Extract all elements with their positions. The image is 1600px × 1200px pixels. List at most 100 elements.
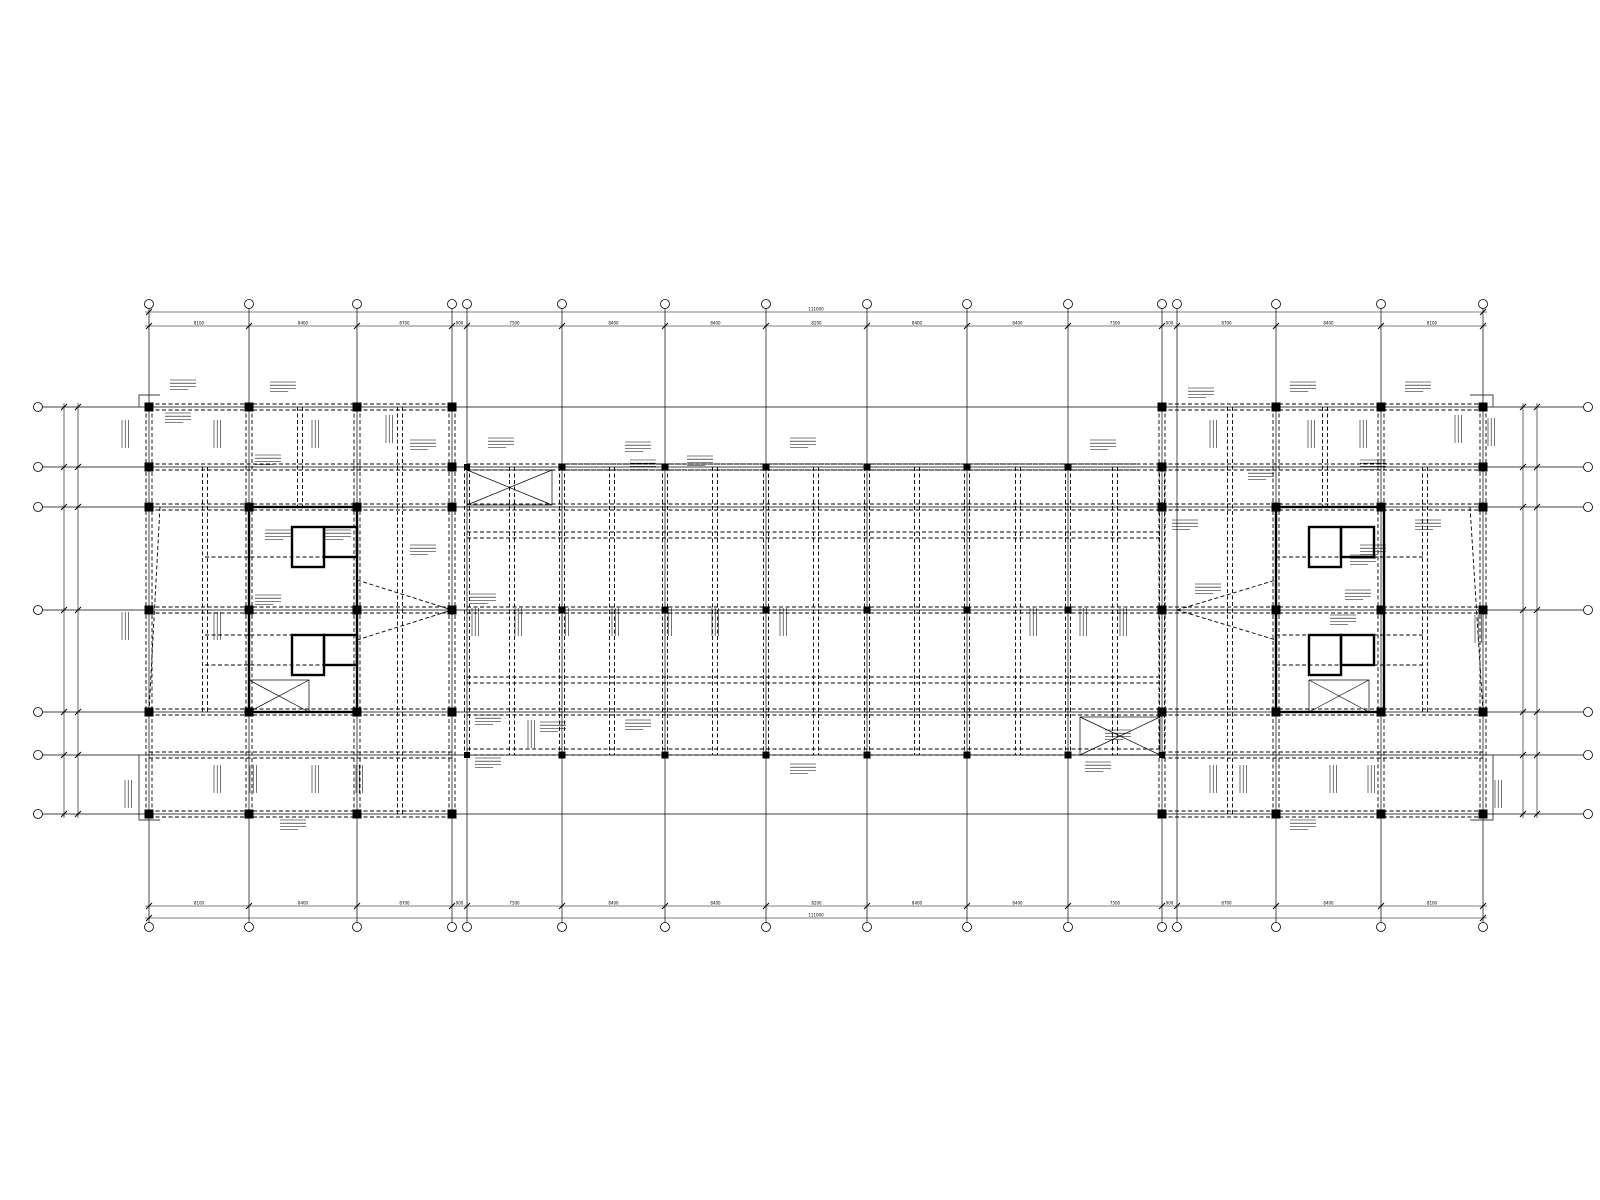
dimension-label: 8700 xyxy=(1221,321,1232,326)
dimension-tick xyxy=(558,322,566,330)
axis-bubble-bottom xyxy=(660,922,670,932)
dimension-tick xyxy=(661,902,669,910)
core-walls xyxy=(138,394,1494,821)
axis-bubble-top xyxy=(557,299,567,309)
dimension-tick xyxy=(74,810,82,818)
beam-annotations xyxy=(121,379,1502,830)
axis-grid xyxy=(42,304,1583,927)
axis-bubble-bottom xyxy=(447,922,457,932)
axis-bubble-top xyxy=(462,299,472,309)
dimension-tick xyxy=(1519,708,1527,716)
dimension-tick xyxy=(74,463,82,471)
axis-bubble-left xyxy=(33,402,43,412)
dimension-label: 8700 xyxy=(1221,901,1232,906)
axis-bubble-bottom xyxy=(352,922,362,932)
core-room xyxy=(1307,525,1343,569)
column xyxy=(1478,462,1488,472)
core-room xyxy=(1339,525,1376,559)
axis-bubble-top xyxy=(1172,299,1182,309)
dimension-label: 7500 xyxy=(1110,321,1121,326)
axis-bubble-bottom xyxy=(862,922,872,932)
axis-bubble-top xyxy=(1063,299,1073,309)
column xyxy=(863,751,871,759)
dimension-label: 7500 xyxy=(509,901,520,906)
column xyxy=(661,463,669,471)
dimension-tick xyxy=(245,322,253,330)
column xyxy=(144,462,154,472)
dimension-tick xyxy=(60,503,68,511)
column xyxy=(352,502,362,512)
column xyxy=(144,809,154,819)
dimension-tick xyxy=(1158,902,1166,910)
shaft-cross xyxy=(1308,679,1370,713)
axis-bubble-left xyxy=(33,809,43,819)
axis-bubble-bottom xyxy=(962,922,972,932)
column xyxy=(352,402,362,412)
dimension-tick xyxy=(1479,914,1487,922)
dimension-tick xyxy=(963,322,971,330)
dimension-label: 900 xyxy=(456,901,464,906)
dimension-tick xyxy=(74,403,82,411)
dimension-tick xyxy=(1479,902,1487,910)
opening-cross xyxy=(1079,716,1161,756)
column xyxy=(1157,707,1167,717)
dimension-tick xyxy=(353,322,361,330)
stair-core-right xyxy=(1274,505,1386,714)
core-room xyxy=(1307,633,1343,677)
axis-bubble-left xyxy=(33,462,43,472)
columns xyxy=(144,402,1488,819)
column xyxy=(447,707,457,717)
axis-bubble-right xyxy=(1583,462,1593,472)
dimension-tick xyxy=(1533,751,1541,759)
dimension-tick xyxy=(1519,503,1527,511)
beam-layout xyxy=(145,403,1487,818)
dimension-tick xyxy=(74,751,82,759)
dimension-tick xyxy=(1173,902,1181,910)
axis-bubble-top xyxy=(761,299,771,309)
column xyxy=(144,605,154,615)
dimension-tick xyxy=(60,606,68,614)
column xyxy=(558,463,566,471)
dimension-label: 8400 xyxy=(1012,901,1023,906)
dimension-tick xyxy=(762,902,770,910)
dimension-tick xyxy=(1533,810,1541,818)
dimension-tick xyxy=(1533,708,1541,716)
axis-bubble-bottom xyxy=(1271,922,1281,932)
axis-bubble-bottom xyxy=(244,922,254,932)
dimension-tick xyxy=(74,503,82,511)
shaft-cross xyxy=(248,679,310,713)
dimension-tick xyxy=(245,902,253,910)
dimension-tick xyxy=(1533,606,1541,614)
column xyxy=(1478,502,1488,512)
dimension-tick xyxy=(1533,463,1541,471)
column xyxy=(447,462,457,472)
core-room xyxy=(322,633,359,667)
column xyxy=(244,605,254,615)
column xyxy=(244,502,254,512)
column xyxy=(1157,402,1167,412)
dimension-label: 8400 xyxy=(912,321,923,326)
dimension-tick xyxy=(60,751,68,759)
beam xyxy=(356,609,453,641)
dimension-tick xyxy=(448,902,456,910)
edge-line xyxy=(1470,755,1494,821)
floor-opening xyxy=(466,469,553,506)
dimension-label: 8400 xyxy=(608,321,619,326)
axis-bubble-top xyxy=(447,299,457,309)
column xyxy=(144,502,154,512)
dimension-tick xyxy=(74,606,82,614)
column xyxy=(1064,463,1072,471)
column xyxy=(661,751,669,759)
shaft xyxy=(248,679,310,713)
edge-line xyxy=(138,755,160,821)
overall-dimension-label: 111000 xyxy=(808,307,824,312)
dimension-tick xyxy=(353,902,361,910)
dimension-label: 8700 xyxy=(399,321,410,326)
column xyxy=(1157,502,1167,512)
beam xyxy=(148,506,161,713)
axis-bubble-bottom xyxy=(1478,922,1488,932)
column xyxy=(1478,402,1488,412)
dimension-label: 8400 xyxy=(710,901,721,906)
column xyxy=(464,752,470,758)
axis-bubble-right xyxy=(1583,707,1593,717)
